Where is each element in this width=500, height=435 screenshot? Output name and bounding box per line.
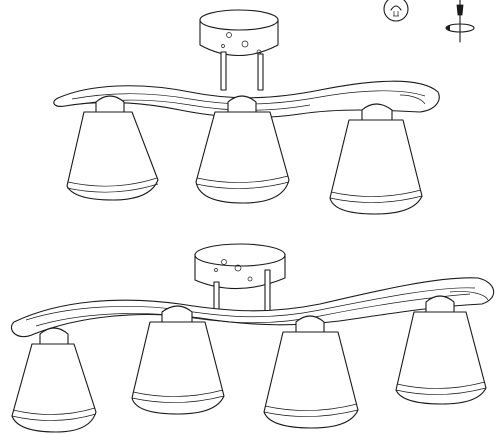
lamp-shade [66,95,159,201]
lamp-shade [195,95,290,204]
lamp-shade [131,305,225,415]
lamp-shade [263,315,359,429]
lamp-shade [395,295,487,405]
ceiling-canopy [199,9,279,57]
lamp-shade [329,103,423,215]
light-bulb-icon [383,0,409,22]
four-light-ceiling-fixture [10,243,495,433]
ceiling-canopy [194,243,286,290]
three-light-ceiling-fixture [53,9,440,215]
wavy-mounting-bar [10,277,495,338]
lamp-shade [11,327,97,433]
support-rods [220,51,264,91]
rotation-icon [445,0,475,43]
